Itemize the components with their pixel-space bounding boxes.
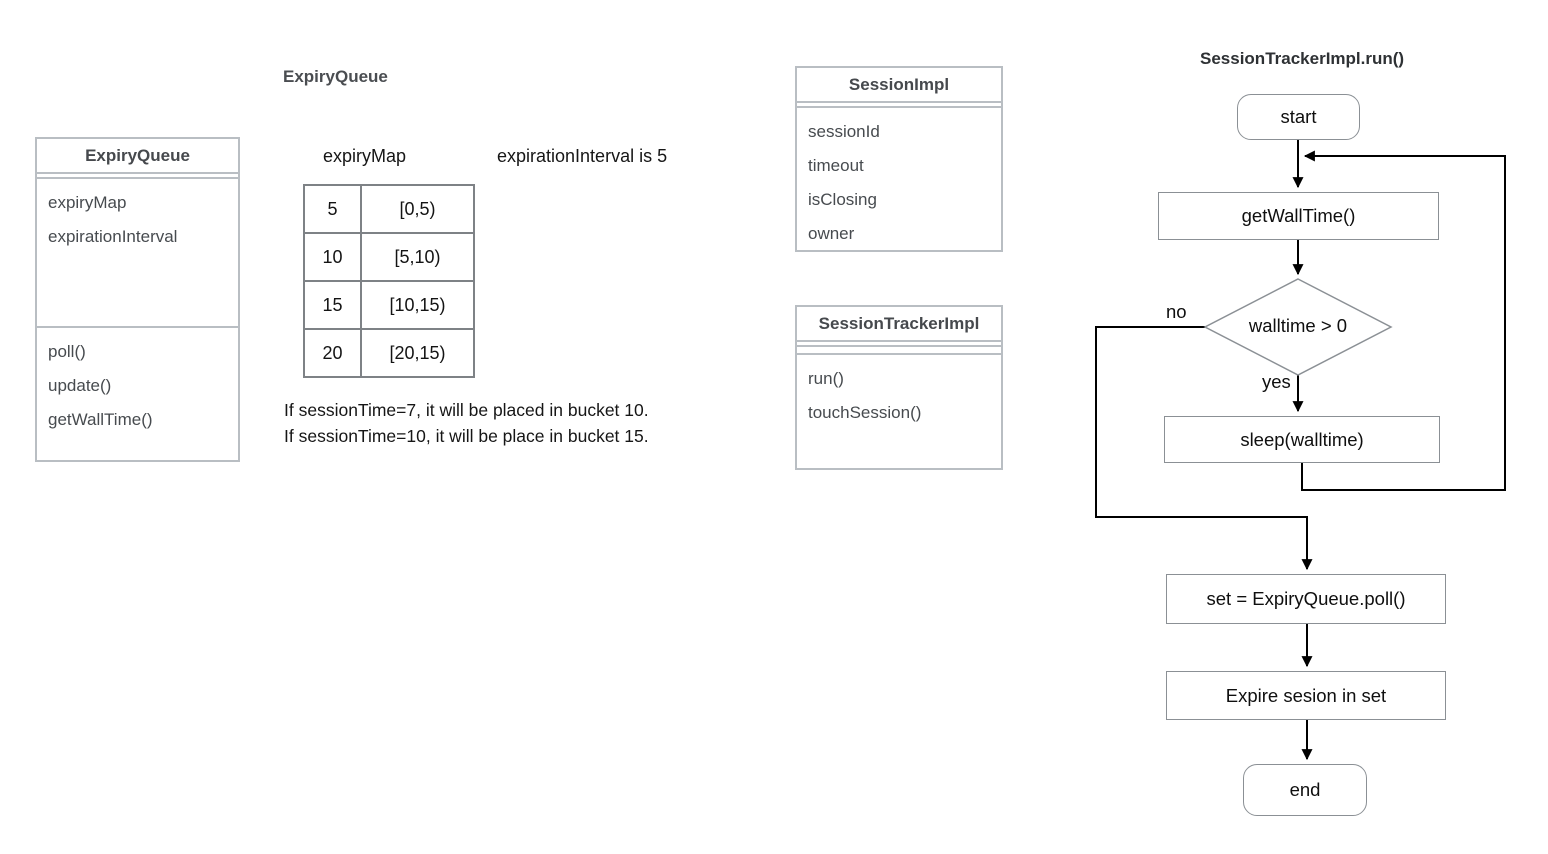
bucket-cell: 5 [303, 184, 362, 234]
table-row: 5 [0,5) [303, 184, 475, 234]
range-cell: [5,10) [360, 232, 475, 282]
table-row: 10 [5,10) [303, 232, 475, 282]
class-method: run() [808, 369, 844, 388]
edge-sleep-loopback [1301, 150, 1506, 491]
class-methods-section: poll() update() getWallTime() [37, 326, 238, 444]
class-method: poll() [48, 342, 86, 361]
class-attribute: sessionId [808, 122, 880, 141]
flow-node-sleep: sleep(walltime) [1164, 416, 1440, 463]
range-cell: [20,15) [360, 328, 475, 378]
class-box-expiryqueue: ExpiryQueue expiryMap expirationInterval… [35, 137, 240, 462]
bucket-cell: 10 [303, 232, 362, 282]
flow-node-poll: set = ExpiryQueue.poll() [1166, 574, 1446, 624]
class-attribute: timeout [808, 156, 864, 175]
class-attributes-section: sessionId timeout isClosing owner [797, 106, 1001, 250]
bucket-cell: 20 [303, 328, 362, 378]
edge-decision-no-to-poll [1095, 326, 1313, 571]
class-box-sessiontrackerimpl: SessionTrackerImpl run() touchSession() [795, 305, 1003, 470]
decision-diamond [1203, 278, 1393, 376]
range-cell: [0,5) [360, 184, 475, 234]
class-attributes-section: expiryMap expirationInterval [37, 177, 238, 323]
expiry-map-label: expiryMap [323, 146, 407, 166]
class-attribute: expirationInterval [48, 227, 178, 246]
flow-node-end: end [1243, 764, 1367, 816]
class-title: SessionImpl [797, 68, 1001, 103]
bucket-note-line: If sessionTime=10, it will be place in b… [284, 426, 649, 446]
flow-node-expire: Expire sesion in set [1166, 671, 1446, 720]
table-row: 15 [10,15) [303, 280, 475, 330]
range-cell: [10,15) [360, 280, 475, 330]
table-row: 20 [20,15) [303, 328, 475, 378]
class-methods-section: run() touchSession() [797, 355, 1001, 437]
class-empty-attributes-section [797, 345, 1001, 355]
expiry-map-table: 5 [0,5) 10 [5,10) 15 [10,15) 20 [20,15) [303, 184, 475, 378]
expiry-map-section-title: ExpiryQueue [283, 67, 388, 86]
bucket-notes: If sessionTime=7, it will be placed in b… [284, 397, 649, 449]
class-title: ExpiryQueue [37, 139, 238, 174]
class-attribute: isClosing [808, 190, 877, 209]
flow-edge-label-no: no [1166, 301, 1187, 322]
bucket-note-line: If sessionTime=7, it will be placed in b… [284, 400, 649, 420]
class-box-sessionimpl: SessionImpl sessionId timeout isClosing … [795, 66, 1003, 252]
class-method: touchSession() [808, 403, 922, 422]
bucket-cell: 15 [303, 280, 362, 330]
class-title: SessionTrackerImpl [797, 307, 1001, 342]
class-method: update() [48, 376, 112, 395]
flow-edge-label-yes: yes [1262, 371, 1291, 392]
class-attribute: expiryMap [48, 193, 127, 212]
expiration-interval-note: expirationInterval is 5 [497, 146, 668, 166]
flow-node-getwalltime: getWallTime() [1158, 192, 1439, 240]
flowchart-title: SessionTrackerImpl.run() [1200, 49, 1405, 68]
class-attribute: owner [808, 224, 855, 243]
class-method: getWallTime() [48, 410, 153, 429]
flow-node-start: start [1237, 94, 1360, 140]
flow-decision-label: walltime > 0 [1248, 315, 1348, 336]
